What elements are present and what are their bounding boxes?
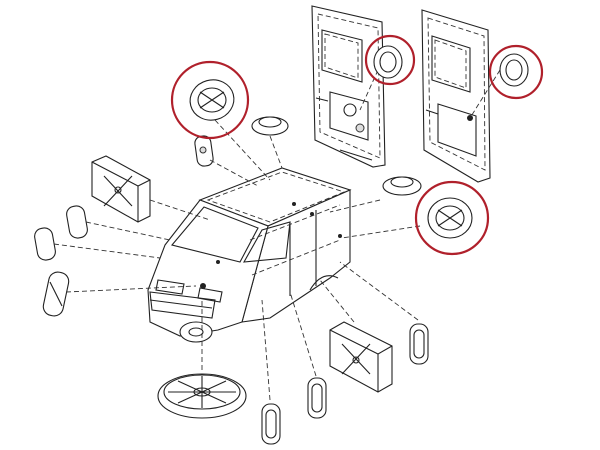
highlight-circle [364, 34, 416, 86]
highlight-circle [488, 44, 544, 100]
plug-side-right [414, 180, 490, 256]
plug-top-left [170, 60, 250, 140]
plug-rear-door-left [364, 34, 416, 86]
highlight-circle [414, 180, 490, 256]
round-grommets [251, 116, 422, 196]
oval-plugs [34, 135, 429, 445]
rear-door-right [421, 9, 491, 183]
van-body [147, 167, 352, 343]
plug-rear-door-right [488, 44, 544, 100]
floor-patch-panel-right [329, 321, 393, 393]
assembly-leader-lines [53, 69, 501, 401]
round-floor-grate-plug [157, 373, 247, 419]
highlight-circle [170, 60, 250, 140]
roof-patch-panel-left [91, 155, 151, 223]
rear-door-left [311, 5, 386, 168]
